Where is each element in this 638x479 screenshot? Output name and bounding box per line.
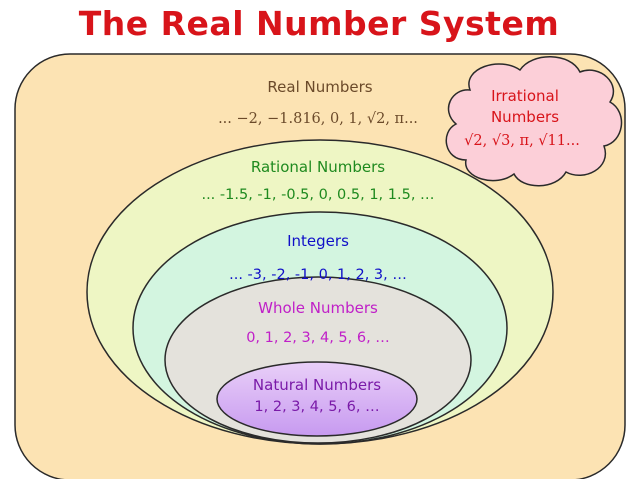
whole-numbers-examples: 0, 1, 2, 3, 4, 5, 6, …: [246, 330, 390, 346]
irrational-numbers-label-line2: Numbers: [490, 108, 560, 126]
integers-label: Integers: [287, 232, 349, 250]
real-numbers-examples: ... −2, −1.816, 0, 1, √2, π...: [218, 111, 418, 127]
irrational-numbers-label-line1: Irrational: [491, 87, 559, 105]
real-numbers-label: Real Numbers: [267, 78, 373, 96]
natural-numbers-region: [216, 361, 418, 437]
page-title: The Real Number System: [78, 4, 560, 43]
irrational-numbers-cloud: [445, 56, 623, 187]
irrational-numbers-examples: √2, √3, π, √11...: [464, 133, 580, 149]
rational-numbers-examples: ... -1.5, -1, -0.5, 0, 0.5, 1, 1.5, …: [201, 187, 435, 203]
natural-numbers-examples: 1, 2, 3, 4, 5, 6, …: [254, 399, 380, 415]
rational-numbers-label: Rational Numbers: [250, 158, 386, 176]
whole-numbers-label: Whole Numbers: [258, 299, 378, 317]
integers-examples: ... -3, -2, -1, 0, 1, 2, 3, …: [229, 267, 407, 283]
natural-numbers-label: Natural Numbers: [252, 376, 382, 394]
